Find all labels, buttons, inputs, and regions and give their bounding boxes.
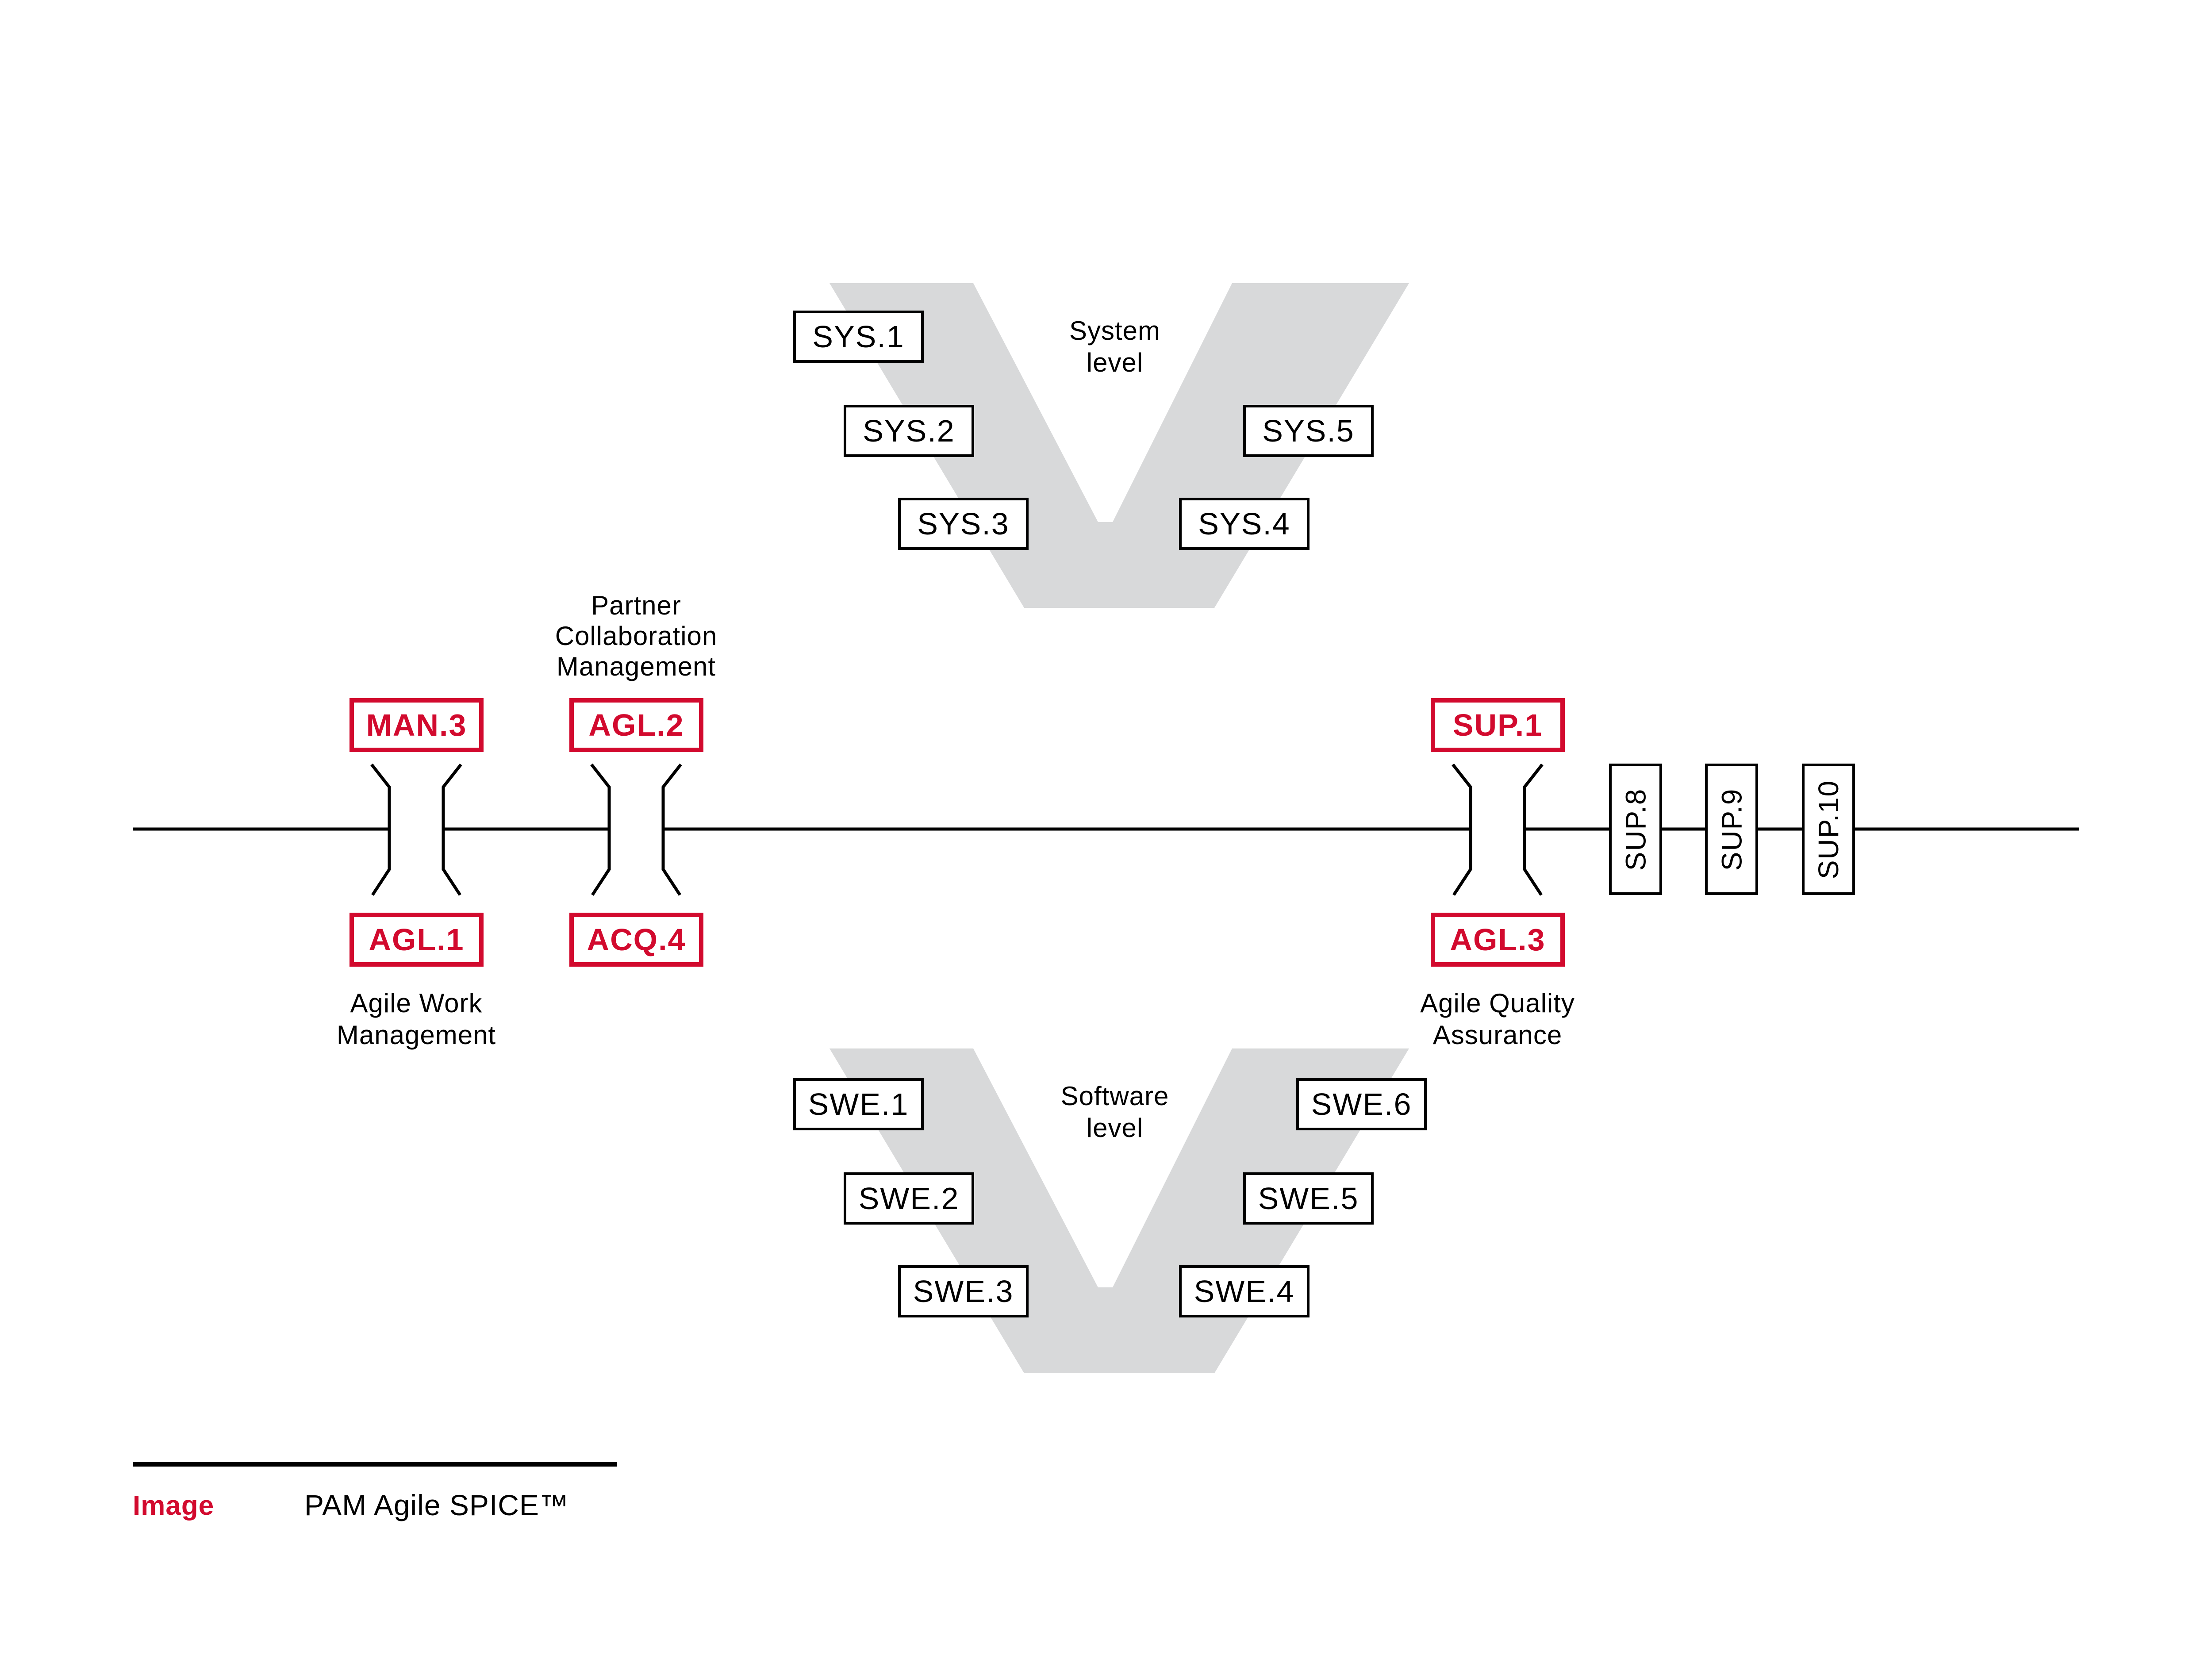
process-box-label: SYS.4 [1198, 507, 1290, 541]
connector-left-edge [370, 763, 391, 896]
process-box-sup10: SUP.10 [1802, 764, 1855, 895]
caption-prefix: Image [133, 1490, 215, 1521]
process-box-swe5: SWE.5 [1243, 1172, 1374, 1225]
connector-left-edge [1452, 763, 1472, 896]
agile-work-label: Agile Work Management [336, 988, 496, 1050]
process-box-sup8: SUP.8 [1609, 764, 1662, 895]
process-box-sys3: SYS.3 [898, 498, 1029, 550]
process-box-label: SWE.2 [858, 1181, 960, 1216]
connector-right-edge [661, 763, 682, 896]
process-box-sup1: SUP.1 [1431, 698, 1565, 752]
process-box-swe2: SWE.2 [844, 1172, 974, 1225]
process-box-label: SYS.5 [1262, 414, 1355, 448]
process-box-sys4: SYS.4 [1179, 498, 1310, 550]
process-box-label: ACQ.4 [587, 922, 686, 957]
process-box-label: SYS.1 [812, 319, 905, 354]
partner-collaboration-label: Partner Collaboration Management [555, 591, 718, 681]
process-box-label: SUP.1 [1452, 708, 1543, 742]
process-box-label: AGL.2 [588, 708, 684, 742]
process-box-sys5: SYS.5 [1243, 405, 1374, 457]
process-box-agl1: AGL.1 [349, 913, 484, 967]
process-box-label: SWE.6 [1311, 1087, 1412, 1121]
process-box-agl3: AGL.3 [1431, 913, 1565, 967]
connectors [370, 763, 1544, 896]
connector-right-edge [1523, 763, 1544, 896]
process-box-swe6: SWE.6 [1296, 1078, 1427, 1130]
process-box-label: SWE.3 [913, 1274, 1014, 1309]
process-box-man3: MAN.3 [349, 698, 484, 752]
process-box-label: SWE.1 [808, 1087, 909, 1121]
process-box-label: SWE.5 [1258, 1181, 1359, 1216]
process-box-label: SWE.4 [1194, 1274, 1295, 1309]
connector-left-edge [590, 763, 611, 896]
process-box-label: SYS.3 [917, 507, 1010, 541]
software-v-shape [830, 1048, 1409, 1373]
process-box-label: SUP.9 [1716, 788, 1747, 871]
process-box-label: AGL.1 [369, 922, 465, 957]
process-box-label: MAN.3 [366, 708, 467, 742]
process-box-swe3: SWE.3 [898, 1265, 1029, 1317]
process-box-sys2: SYS.2 [844, 405, 974, 457]
system-v-shape [830, 283, 1409, 608]
process-box-swe1: SWE.1 [793, 1078, 924, 1130]
caption-title: PAM Agile SPICE™ [304, 1489, 569, 1521]
agile-quality-label: Agile Quality Assurance [1420, 988, 1575, 1050]
process-box-sup9: SUP.9 [1705, 764, 1758, 895]
process-box-label: AGL.3 [1450, 922, 1546, 957]
process-box-swe4: SWE.4 [1179, 1265, 1310, 1317]
software-level-label: Software level [1060, 1081, 1169, 1143]
process-box-label: SUP.8 [1620, 788, 1651, 871]
process-box-agl2: AGL.2 [569, 698, 703, 752]
process-box-sys1: SYS.1 [793, 311, 924, 363]
process-box-label: SUP.10 [1813, 780, 1844, 879]
process-box-label: SYS.2 [863, 414, 955, 448]
process-box-acq4: ACQ.4 [569, 913, 703, 967]
system-level-label: System level [1069, 316, 1161, 377]
connector-right-edge [442, 763, 462, 896]
